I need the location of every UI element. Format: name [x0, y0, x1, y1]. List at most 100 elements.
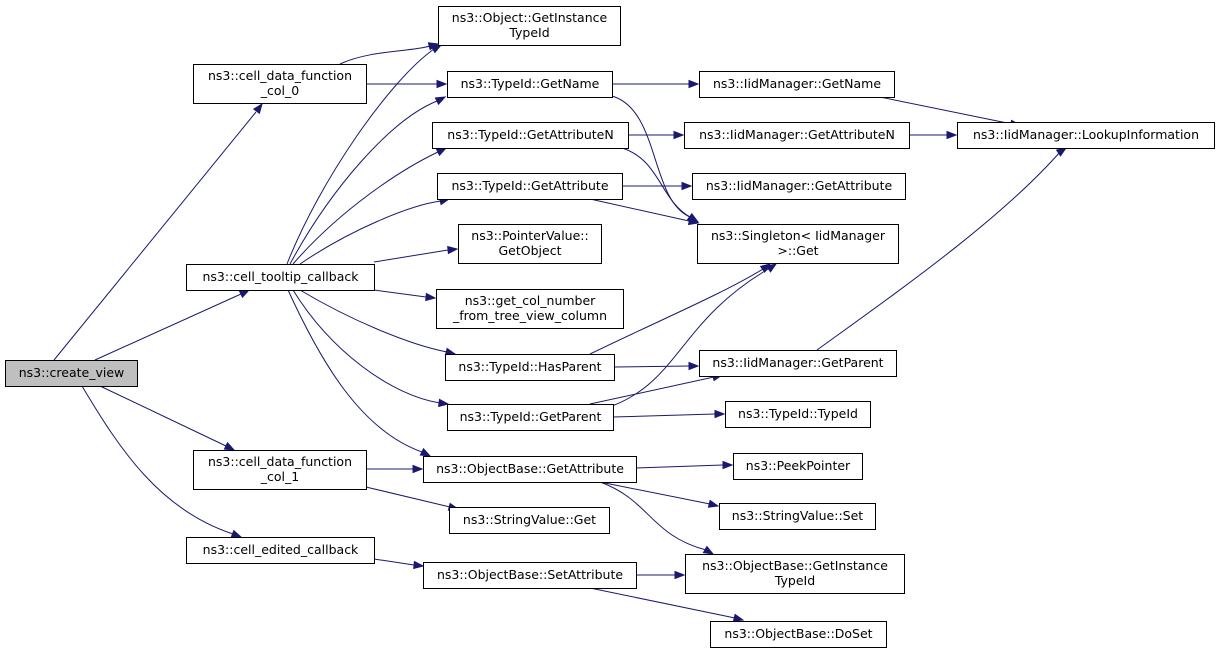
node-label: _from_tree_view_column: [452, 308, 607, 323]
node-label: ns3::IidManager::GetAttributeN: [699, 127, 895, 142]
node-create_view[interactable]: ns3::create_view: [5, 360, 138, 387]
node-peekptr[interactable]: ns3::PeekPointer: [733, 453, 863, 480]
edge-tid_getparent-to-tid_typeid: [612, 413, 716, 418]
node-box: [710, 621, 887, 648]
node-tid_getname[interactable]: ns3::TypeId::GetName: [447, 71, 613, 98]
node-box: [725, 401, 871, 428]
arrowhead-create_view-to-cdf0: [252, 102, 263, 115]
node-box: [684, 122, 910, 149]
edge-ob_getattr-to-sv_set: [599, 481, 711, 505]
edge-tid_getattr-to-singleton: [589, 198, 690, 222]
arrowhead-tid_getname-to-iid_getname: [688, 79, 700, 89]
arrowhead-tooltip-to-obj_getinst: [430, 44, 443, 54]
edge-create_view-to-tooltip: [94, 293, 242, 361]
node-box: [186, 264, 375, 291]
node-iid_getattrn[interactable]: ns3::IidManager::GetAttributeN: [684, 122, 910, 149]
node-label: ns3::ObjectBase::GetInstance: [702, 558, 888, 573]
node-tid_getparent[interactable]: ns3::TypeId::GetParent: [447, 404, 614, 431]
arrowhead-iid_getparent-to-iid_lookup: [1055, 147, 1068, 157]
node-ob_getattr[interactable]: ns3::ObjectBase::GetAttribute: [423, 456, 637, 483]
node-box: [186, 537, 375, 564]
arrowhead-tid_getattr-to-iid_getattr: [681, 181, 693, 191]
node-box: [719, 503, 876, 530]
arrowhead-tooltip-to-tid_getparent: [438, 398, 450, 408]
arrowhead-ob_getattr-to-sv_set: [707, 499, 720, 508]
node-tid_typeid[interactable]: ns3::TypeId::TypeId: [725, 401, 871, 428]
node-label: ns3::PeekPointer: [746, 458, 851, 473]
node-sv_get[interactable]: ns3::StringValue::Get: [449, 507, 610, 534]
node-label: ns3::cell_edited_callback: [203, 542, 359, 557]
node-label: ns3::IidManager::GetName: [713, 76, 881, 91]
edge-tid_getattrn-to-singleton: [621, 147, 691, 218]
edge-cdf0-to-obj_getinst: [339, 45, 431, 65]
node-label: ns3::IidManager::LookupInformation: [973, 127, 1199, 142]
node-label: ns3::IidManager::GetParent: [712, 355, 883, 370]
node-label: ns3::ObjectBase::DoSet: [724, 626, 872, 641]
edge-tooltip-to-tid_getparent: [292, 289, 441, 404]
edge-tooltip-to-ob_getattr: [287, 289, 423, 453]
node-box: [436, 289, 624, 329]
node-box: [193, 64, 367, 104]
node-cdf1[interactable]: ns3::cell_data_function_col_1: [193, 450, 367, 490]
arrowhead-tid_getattr-to-singleton: [687, 216, 700, 226]
edge-tid_getname-to-singleton: [611, 95, 691, 218]
node-singleton[interactable]: ns3::Singleton< IidManager>::Get: [697, 224, 899, 264]
arrowhead-tid_getparent-to-tid_typeid: [714, 409, 726, 419]
node-iid_getparent[interactable]: ns3::IidManager::GetParent: [699, 350, 897, 377]
node-box: [957, 122, 1215, 149]
node-ob_setattr[interactable]: ns3::ObjectBase::SetAttribute: [423, 562, 637, 589]
arrowhead-edited-to-ob_setattr: [413, 560, 425, 570]
node-sv_set[interactable]: ns3::StringValue::Set: [719, 503, 876, 530]
node-box: [447, 71, 613, 98]
node-label: ns3::ObjectBase::GetAttribute: [436, 461, 624, 476]
node-label: ns3::cell_data_function: [208, 68, 352, 83]
node-label: ns3::Singleton< IidManager: [711, 228, 886, 243]
edge-tid_getparent-to-singleton: [611, 267, 771, 407]
arrowhead-tid_getattrn-to-iid_getattrn: [673, 130, 685, 140]
node-box: [458, 224, 602, 264]
node-label: TypeId: [774, 573, 815, 588]
edge-ob_setattr-to-ob_doset: [589, 587, 736, 619]
node-tooltip[interactable]: ns3::cell_tooltip_callback: [186, 264, 375, 291]
node-edited[interactable]: ns3::cell_edited_callback: [186, 537, 375, 564]
node-label: ns3::PointerValue::: [471, 228, 588, 243]
node-tid_hasparent[interactable]: ns3::TypeId::HasParent: [445, 354, 615, 381]
node-tid_getattr[interactable]: ns3::TypeId::GetAttribute: [437, 173, 623, 200]
node-label: ns3::IidManager::GetAttribute: [706, 178, 893, 193]
arrowhead-ob_setattr-to-ob_getinst: [674, 570, 686, 580]
node-label: ns3::StringValue::Set: [732, 508, 863, 523]
edge-tid_hasparent-to-iid_getparent: [613, 365, 690, 368]
edge-tooltip-to-tid_getattr: [299, 200, 442, 265]
node-label: ns3::ObjectBase::SetAttribute: [437, 567, 623, 582]
edge-cdf1-to-sv_get: [365, 486, 451, 508]
node-ob_doset[interactable]: ns3::ObjectBase::DoSet: [710, 621, 887, 648]
node-box: [437, 173, 623, 200]
edge-tooltip-to-tid_hasparent: [299, 289, 448, 353]
arrowhead-tooltip-to-tid_getname: [434, 96, 447, 106]
node-box: [699, 71, 895, 98]
node-iid_getname[interactable]: ns3::IidManager::GetName: [699, 71, 895, 98]
arrowhead-ob_getattr-to-ob_getinst: [702, 545, 715, 555]
node-ptr_getobj[interactable]: ns3::PointerValue::GetObject: [458, 224, 602, 264]
node-label: ns3::cell_data_function: [208, 454, 352, 469]
node-iid_lookup[interactable]: ns3::IidManager::LookupInformation: [957, 122, 1215, 149]
node-iid_getattr[interactable]: ns3::IidManager::GetAttribute: [692, 173, 906, 200]
node-box: [432, 122, 629, 149]
node-layer: ns3::create_viewns3::cell_data_function_…: [5, 6, 1215, 648]
arrowhead-cdf1-to-ob_getattr: [412, 464, 424, 474]
edge-create_view-to-edited: [81, 385, 234, 535]
node-cdf0[interactable]: ns3::cell_data_function_col_0: [193, 64, 367, 104]
node-box: [423, 456, 637, 483]
node-box: [5, 360, 138, 387]
arrowhead-iid_getattrn-to-iid_lookup: [946, 130, 958, 140]
arrowhead-ob_getattr-to-peekptr: [722, 460, 734, 470]
edge-tid_hasparent-to-singleton: [589, 268, 764, 355]
arrowhead-tid_hasparent-to-iid_getparent: [688, 361, 700, 371]
node-getcol[interactable]: ns3::get_col_number_from_tree_view_colum…: [436, 289, 624, 329]
node-label: TypeId: [508, 25, 549, 40]
node-tid_getattrn[interactable]: ns3::TypeId::GetAttributeN: [432, 122, 629, 149]
edge-tooltip-to-ptr_getobj: [373, 249, 449, 263]
